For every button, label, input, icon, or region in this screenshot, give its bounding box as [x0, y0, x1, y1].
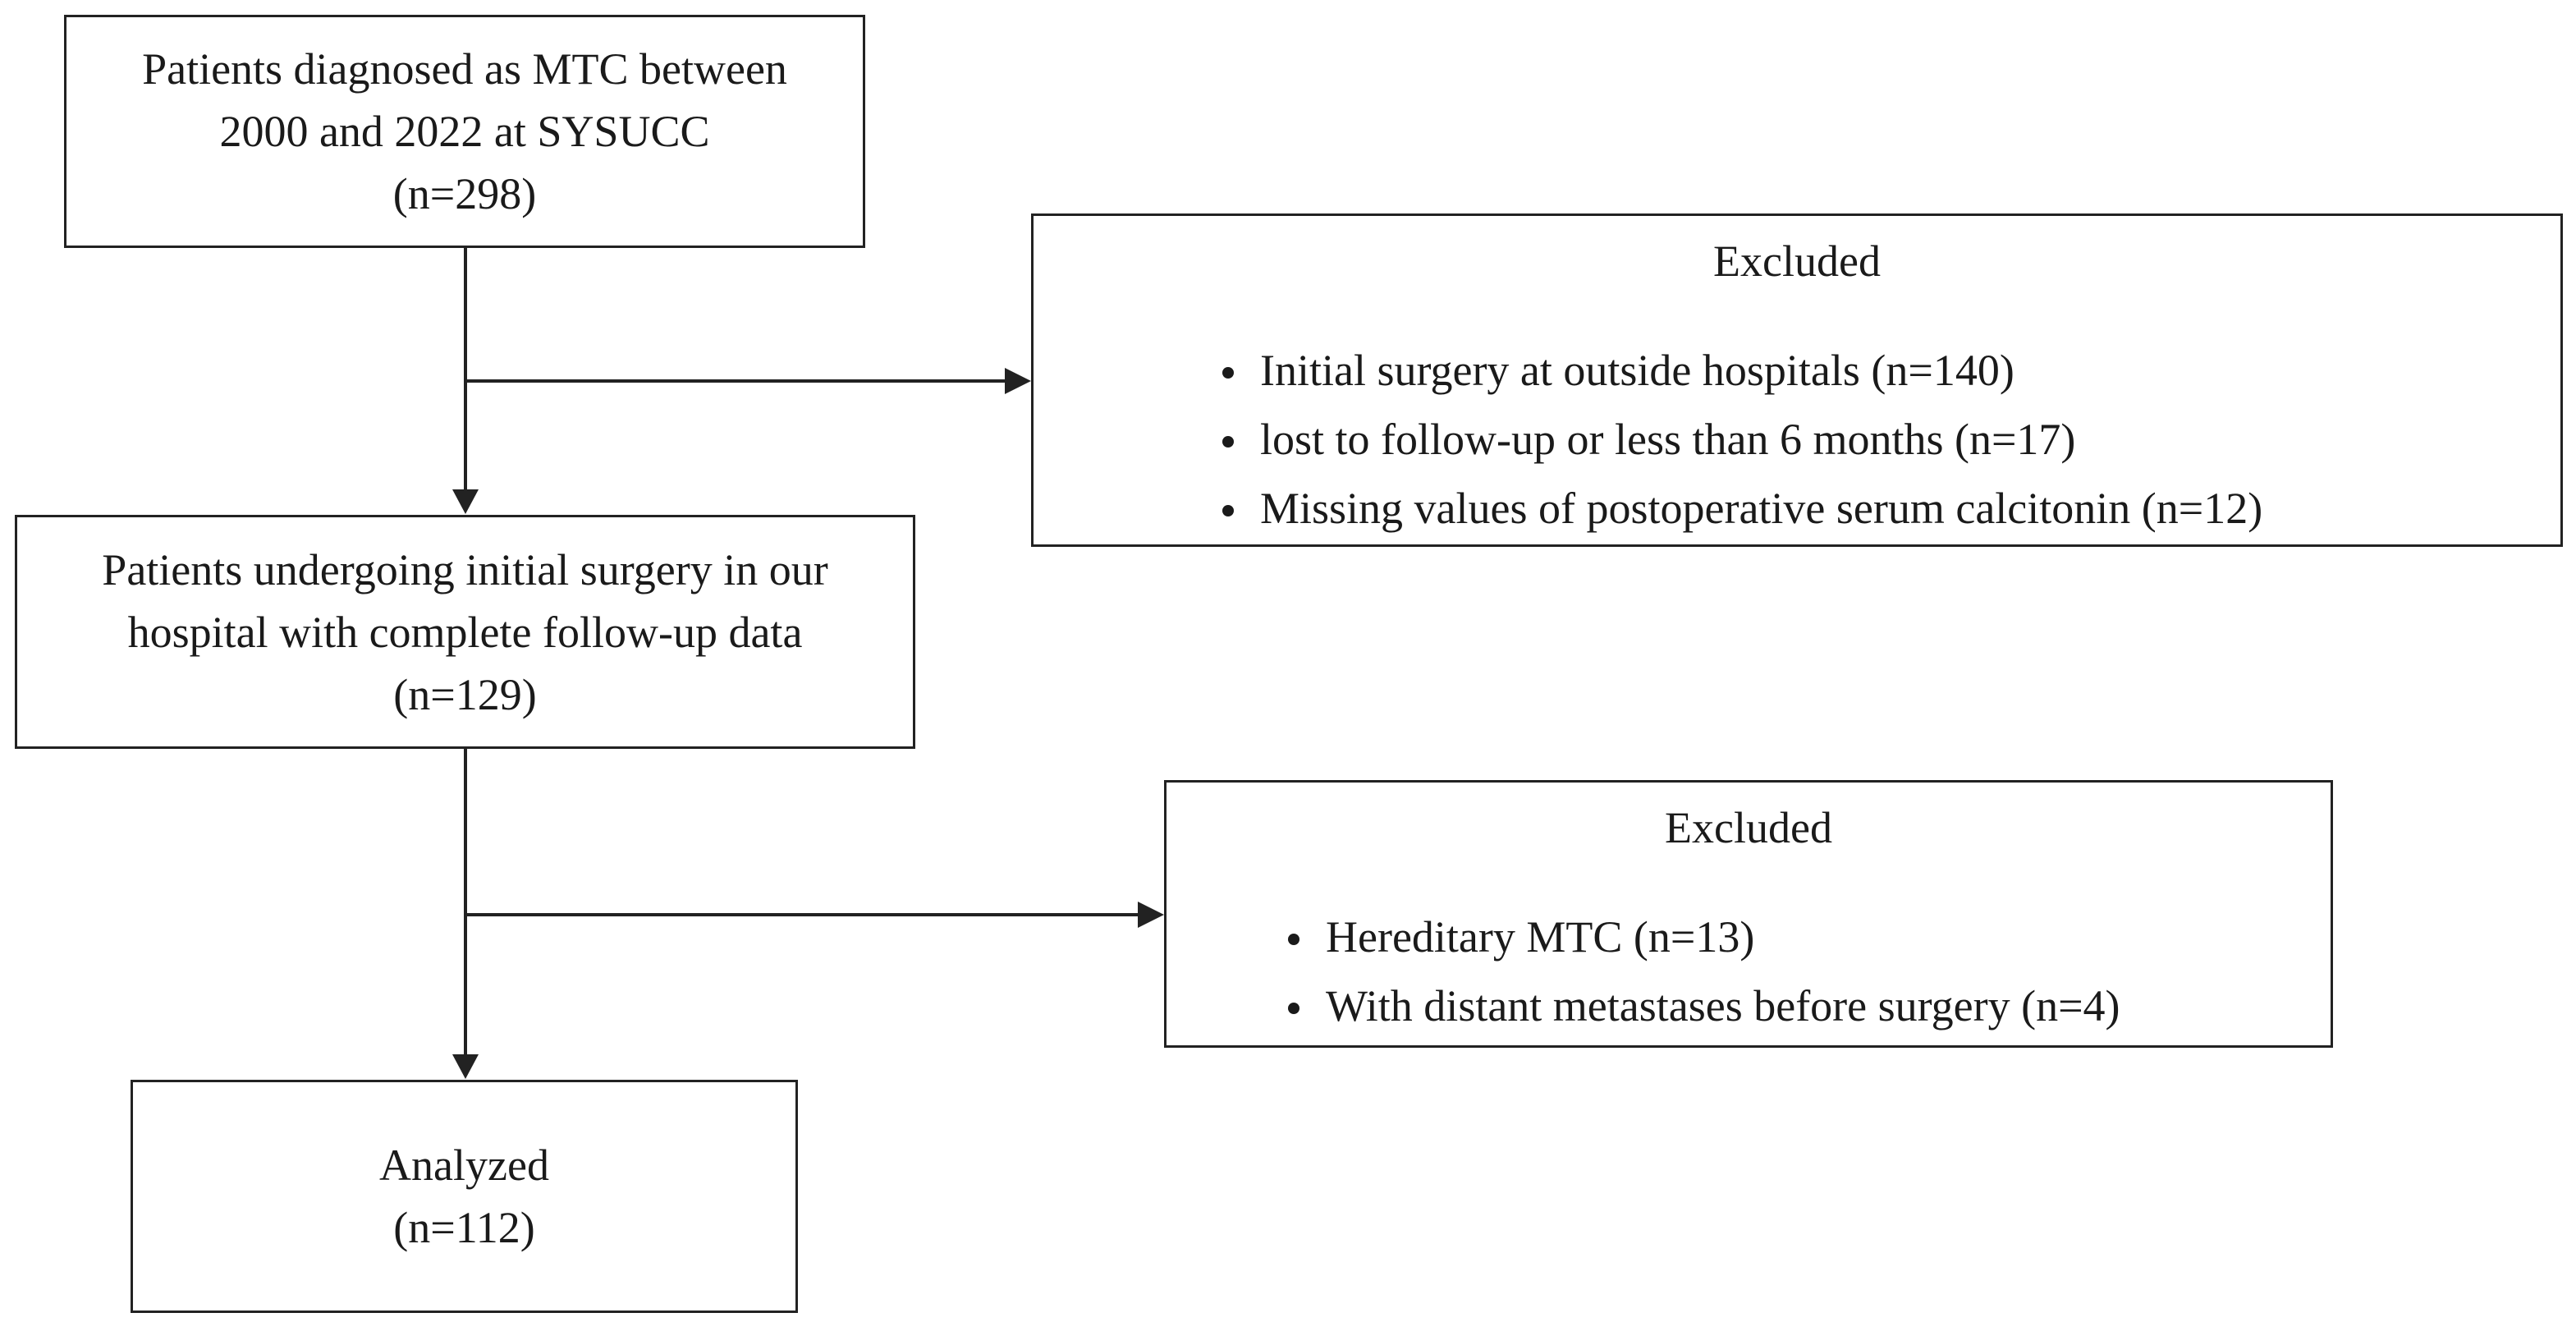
initial-cohort-box: Patients diagnosed as MTC between 2000 a…	[64, 15, 865, 248]
initial-cohort-count: (n=298)	[392, 169, 537, 218]
exclusion-1-item-text: Missing values of postoperative serum ca…	[1260, 484, 2263, 533]
exclusion-1-item: lost to follow-up or less than 6 months …	[1212, 405, 2262, 474]
exclusion-box-1: Excluded Initial surgery at outside hosp…	[1031, 213, 2563, 547]
exclusion-1-item: Initial surgery at outside hospitals (n=…	[1212, 336, 2262, 405]
initial-cohort-line-1: Patients diagnosed as MTC between	[142, 44, 787, 94]
exclusion-2-item: With distant metastases before surgery (…	[1278, 971, 2120, 1040]
exclusion-1-title: Excluded	[1713, 236, 1881, 286]
surgery-cohort-box: Patients undergoing initial surgery in o…	[15, 515, 915, 749]
bullet-icon	[1288, 934, 1299, 945]
surgery-cohort-line-2: hospital with complete follow-up data	[127, 607, 803, 657]
arrowhead-initial-to-surgery	[452, 489, 479, 514]
exclusion-1-item: Missing values of postoperative serum ca…	[1212, 474, 2262, 543]
bullet-icon	[1222, 367, 1234, 379]
exclusion-2-list: Hereditary MTC (n=13) With distant metas…	[1278, 902, 2120, 1040]
arrowhead-to-exclusion-2	[1138, 902, 1164, 928]
exclusion-1-item-text: Initial surgery at outside hospitals (n=…	[1260, 346, 2015, 395]
exclusion-1-list: Initial surgery at outside hospitals (n=…	[1212, 336, 2262, 543]
arrowhead-surgery-to-analyzed	[452, 1054, 479, 1079]
exclusion-1-item-text: lost to follow-up or less than 6 months …	[1260, 415, 2076, 464]
surgery-cohort-line-1: Patients undergoing initial surgery in o…	[102, 544, 828, 594]
bullet-icon	[1222, 436, 1234, 448]
arrowhead-to-exclusion-1	[1005, 368, 1031, 394]
exclusion-2-item-text: Hereditary MTC (n=13)	[1326, 912, 1755, 962]
exclusion-2-item: Hereditary MTC (n=13)	[1278, 902, 2120, 971]
analyzed-box: Analyzed (n=112)	[131, 1080, 798, 1313]
bullet-icon	[1288, 1003, 1299, 1014]
surgery-cohort-count: (n=129)	[393, 669, 537, 719]
exclusion-box-2: Excluded Hereditary MTC (n=13) With dist…	[1164, 780, 2333, 1048]
exclusion-2-item-text: With distant metastases before surgery (…	[1326, 981, 2120, 1031]
exclusion-2-title: Excluded	[1665, 803, 1832, 852]
bullet-icon	[1222, 505, 1234, 516]
initial-cohort-line-2: 2000 and 2022 at SYSUCC	[219, 107, 710, 156]
analyzed-label: Analyzed	[379, 1141, 549, 1190]
analyzed-count: (n=112)	[393, 1203, 535, 1252]
